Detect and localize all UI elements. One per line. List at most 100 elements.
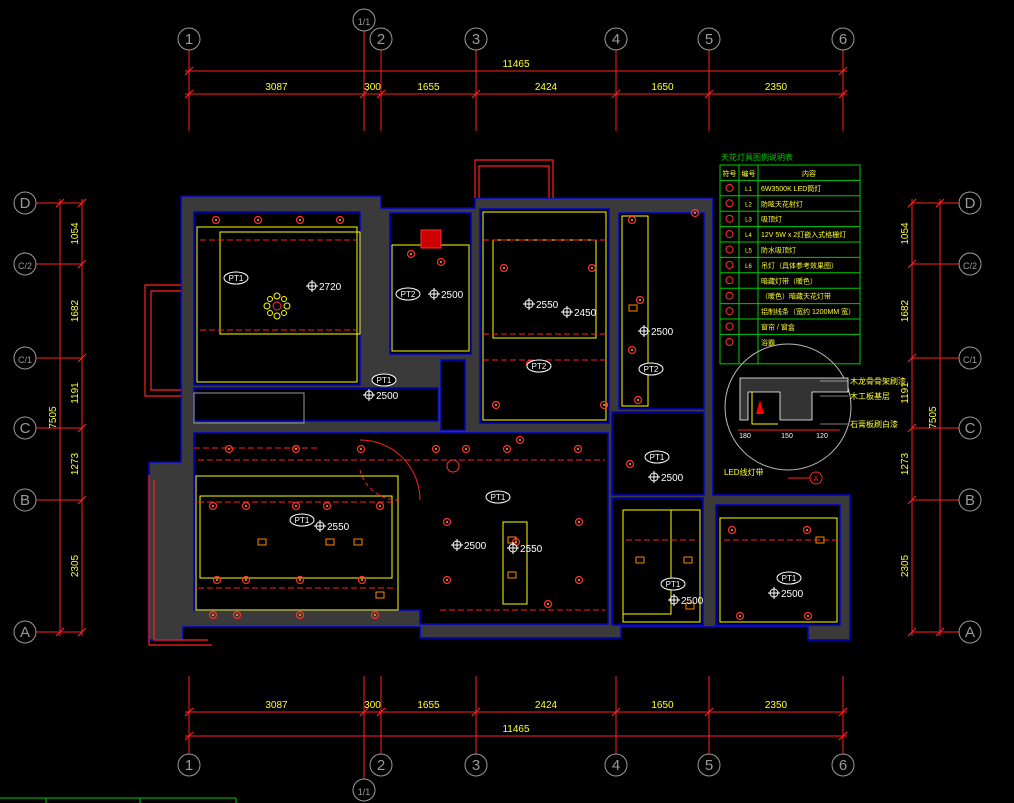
- legend-symbol-icon: [725, 291, 734, 300]
- legend-text: 浴霸: [761, 338, 775, 347]
- legend-header: 内容: [802, 169, 816, 178]
- dim-bottom-seg-label: 300: [364, 700, 381, 711]
- ceiling-height-label: 2550: [520, 544, 543, 555]
- downlight-icon: [635, 295, 645, 305]
- dim-left-total-label: 7505: [48, 406, 59, 429]
- grille-light-icon: [507, 536, 517, 544]
- downlight-dot: [228, 448, 230, 450]
- ceiling-tag-label: PT1: [377, 376, 392, 385]
- axis-label: 6: [839, 757, 847, 774]
- ceiling-tag-label: PT1: [666, 580, 681, 589]
- dim-bottom-seg-label: 2350: [765, 700, 788, 711]
- downlight-icon: [442, 575, 452, 585]
- ceiling-tag-ellipse: [644, 450, 670, 464]
- dim-left-total-tick: [55, 627, 65, 637]
- dim-bottom-total-label: 11465: [502, 724, 530, 735]
- dim-top-total-tick: [838, 66, 848, 76]
- ceiling-tag-ellipse: [776, 571, 802, 585]
- dim-bottom-seg-tick: [838, 707, 848, 717]
- grille-light-icon: [353, 538, 363, 546]
- dim-right-seg-tick: [907, 495, 917, 505]
- axis-bubble: [13, 620, 37, 644]
- grille-light-icon: [375, 591, 385, 599]
- downlight-icon: [627, 345, 637, 355]
- ceiling-tag-label: PT2: [532, 362, 547, 371]
- axis-bubble: [352, 8, 376, 32]
- downlight-icon: [224, 444, 234, 454]
- axis-bubble: [958, 488, 982, 512]
- door-swing: [359, 439, 421, 501]
- axis-bubble: [831, 27, 855, 51]
- downlight-icon: [295, 575, 305, 585]
- downlight-dot: [361, 579, 363, 581]
- dim-top-seg-label: 3087: [265, 82, 288, 93]
- ceiling-height-label: 2500: [441, 290, 464, 301]
- legend-header: 符号: [723, 169, 737, 178]
- walls: [148, 195, 851, 641]
- downlight-dot: [739, 615, 741, 617]
- chandelier-arm-8: [267, 310, 273, 316]
- downlight-icon: [253, 215, 263, 225]
- downlight-icon: [356, 444, 366, 454]
- axis-bubble: [13, 191, 37, 215]
- downlight-dot: [212, 505, 214, 507]
- chandelier-arm-3: [263, 302, 271, 310]
- grille-light-icon: [815, 536, 825, 544]
- downlight-dot: [519, 439, 521, 441]
- axis-label: C/1: [963, 355, 977, 365]
- downlight-icon: [241, 501, 251, 511]
- dim-right-seg-tick: [907, 259, 917, 269]
- legend-symbol-icon: [725, 214, 734, 223]
- downlight-dot: [245, 579, 247, 581]
- downlight-dot: [446, 521, 448, 523]
- ceiling-height-label: 2550: [536, 300, 559, 311]
- grille-light-icon: [628, 304, 638, 312]
- ceiling-tag-label: PT1: [650, 453, 665, 462]
- dim-right-seg-tick: [907, 423, 917, 433]
- downlight-dot: [578, 579, 580, 581]
- dim-bottom-total-tick: [184, 731, 194, 741]
- detail-marker-circle: [809, 471, 823, 485]
- legend-text: 防眩天花射灯: [761, 199, 803, 208]
- axis-bubble: [13, 346, 37, 370]
- downlight-dot: [807, 615, 809, 617]
- dim-left-seg-label: 2305: [70, 554, 81, 577]
- legend-text: 防水吸顶灯: [761, 246, 796, 255]
- axis-bubble: [831, 753, 855, 777]
- dim-left-total-tick: [55, 198, 65, 208]
- downlight-dot: [299, 219, 301, 221]
- legend-symbol-icon: [725, 276, 734, 285]
- downlight-dot: [495, 404, 497, 406]
- dim-top-seg-tick: [359, 89, 369, 99]
- chandelier-arm-5: [267, 296, 273, 302]
- axis-bubble: [13, 488, 37, 512]
- dim-bottom-seg-label: 2424: [535, 700, 558, 711]
- legend-text: （暖色）暗藏天花灯带: [761, 292, 831, 301]
- axis-bubble: [958, 346, 982, 370]
- downlight-dot: [379, 505, 381, 507]
- axis-label: 5: [705, 31, 713, 48]
- ceiling-height-label: 2720: [319, 282, 342, 293]
- downlight-icon: [802, 525, 812, 535]
- window-left: [144, 284, 181, 397]
- legend-symbol-icon: [725, 183, 734, 192]
- downlight-dot: [631, 219, 633, 221]
- dim-top-seg-tick: [376, 89, 386, 99]
- axis-bubble: [464, 753, 488, 777]
- axis-label: 2: [377, 31, 385, 48]
- dim-right-seg-tick: [907, 353, 917, 363]
- downlight-icon: [599, 400, 609, 410]
- ceiling-tag-label: PT1: [782, 574, 797, 583]
- downlight-icon: [335, 215, 345, 225]
- downlight-dot: [631, 349, 633, 351]
- legend-text: 吸顶灯: [761, 215, 782, 224]
- axis-label: 1: [185, 31, 193, 48]
- ceiling-height-label: 2500: [464, 541, 487, 552]
- chandelier-arm-2: [273, 312, 281, 320]
- downlight-icon: [295, 610, 305, 620]
- downlight-icon: [573, 444, 583, 454]
- downlight-icon: [502, 444, 512, 454]
